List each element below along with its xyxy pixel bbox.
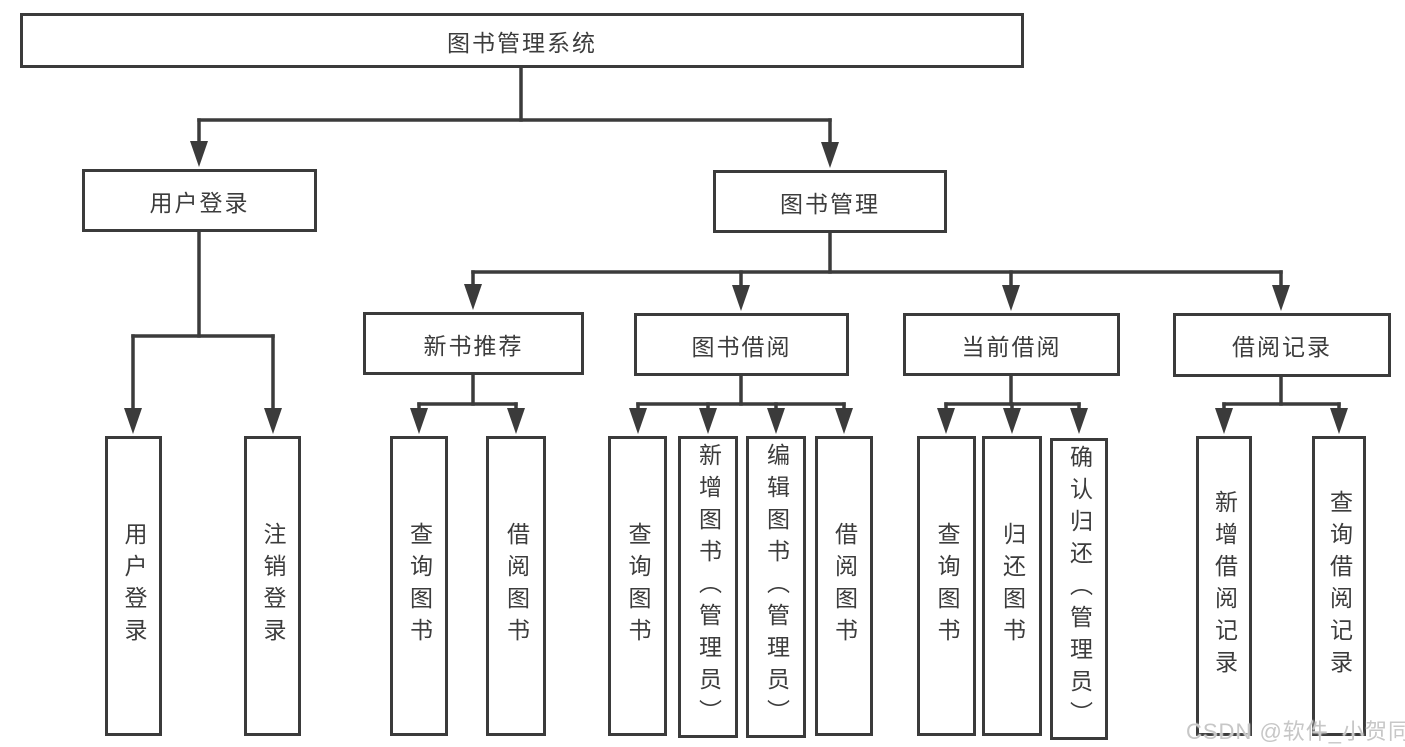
- node-book-borrow: 图书借阅: [634, 313, 849, 376]
- leaf-current-confirm-return-admin: 确认归还（管理员）: [1050, 438, 1108, 740]
- leaf-newrec-borrow-books: 借阅图书: [486, 436, 546, 736]
- node-new-book-recommend: 新书推荐: [363, 312, 584, 375]
- node-book-management: 图书管理: [713, 170, 947, 233]
- leaf-current-return-books: 归还图书: [982, 436, 1042, 736]
- leaf-newrec-query-books: 查询图书: [390, 436, 448, 736]
- csdn-watermark: CSDN @软件_小贺同学: [1186, 719, 1405, 744]
- leaf-borrow-query-books: 查询图书: [608, 436, 667, 736]
- leaf-logout: 注销登录: [244, 436, 301, 736]
- arrowheads: [124, 141, 1348, 434]
- leaf-records-add-record: 新增借阅记录: [1196, 436, 1252, 736]
- leaf-current-query-books: 查询图书: [917, 436, 976, 736]
- node-borrow-records: 借阅记录: [1173, 313, 1391, 377]
- leaf-borrow-edit-books-admin: 编辑图书（管理员）: [746, 436, 806, 738]
- leaf-borrow-add-books-admin: 新增图书（管理员）: [678, 436, 738, 738]
- leaf-records-query-record: 查询借阅记录: [1312, 436, 1366, 736]
- node-library-system: 图书管理系统: [20, 13, 1024, 68]
- leaf-borrow-borrow-books: 借阅图书: [815, 436, 873, 736]
- node-current-borrow: 当前借阅: [903, 313, 1120, 376]
- node-user-login-branch: 用户登录: [82, 169, 317, 232]
- leaf-user-login: 用户登录: [105, 436, 162, 736]
